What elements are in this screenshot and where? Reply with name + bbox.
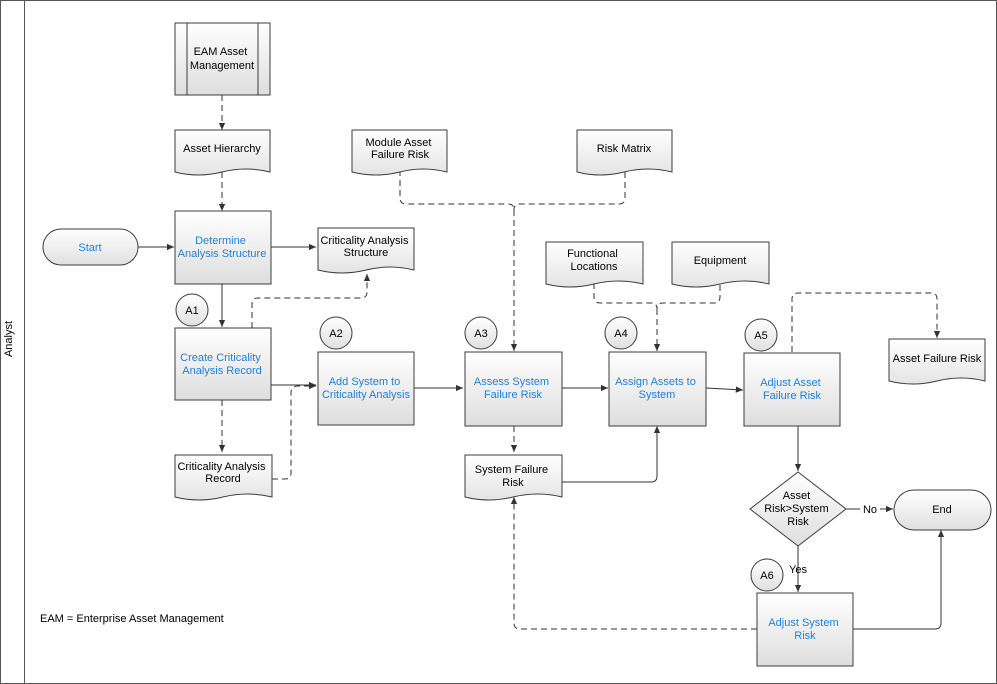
edge-adjust-system-to-sfr: [510, 497, 757, 630]
edge-assign-to-adjust: [705, 386, 744, 393]
edge-adjust-system-to-end: [853, 530, 945, 630]
equipment-label: Equipment: [694, 255, 747, 267]
edge-matrix-join: [513, 172, 626, 211]
add-system-step[interactable]: Add System to Criticality Analysis: [317, 351, 415, 426]
lane-label: Analyst: [3, 321, 15, 357]
edge-record-to-structure: [251, 274, 371, 328]
asset-hierarchy-document[interactable]: Asset Hierarchy: [174, 129, 271, 176]
equipment-document[interactable]: Equipment: [671, 241, 770, 288]
no-label-bg: [860, 502, 880, 516]
marker-a5: A5: [744, 318, 778, 352]
functional-locations-document[interactable]: Functional Locations: [545, 241, 644, 288]
asset-risk-decision[interactable]: Asset Risk>System Risk: [749, 471, 847, 547]
svg-text:A5: A5: [754, 330, 767, 342]
adjust-asset-failure-risk-step[interactable]: Adjust Asset Failure Risk: [743, 352, 841, 427]
edge-module-risk-join: [399, 170, 515, 211]
assign-assets-to-system-step[interactable]: Assign Assets to System: [608, 351, 707, 427]
criticality-structure-label: Criticality Analysis Structure: [320, 235, 411, 259]
decision-label: Asset Risk>System Risk: [764, 490, 832, 528]
assess-system-failure-risk-step[interactable]: Assess System Failure Risk: [464, 351, 563, 427]
svg-text:A4: A4: [614, 328, 627, 340]
risk-matrix-document[interactable]: Risk Matrix: [576, 129, 673, 176]
marker-a4: A4: [604, 316, 638, 350]
criticality-record-label: Criticality Analysis Record: [177, 461, 268, 485]
svg-text:A3: A3: [474, 328, 487, 340]
system-failure-risk-label: System Failure Risk: [475, 464, 551, 489]
module-asset-failure-risk-document[interactable]: Module Asset Failure Risk: [351, 129, 448, 176]
create-criticality-analysis-record-step[interactable]: Create Criticality Analysis Record: [174, 327, 272, 401]
marker-a2: A2: [319, 316, 353, 350]
determine-label: Determine Analysis Structure: [178, 235, 267, 260]
risk-matrix-label: Risk Matrix: [597, 143, 652, 155]
edge-label-yes: Yes: [789, 564, 807, 576]
marker-a1: A1: [175, 293, 209, 327]
functional-locations-label: Functional Locations: [567, 248, 621, 273]
edge-sfr-to-assign: [562, 426, 661, 483]
add-system-label: Add System to Criticality Analysis: [322, 376, 411, 401]
system-failure-risk-document[interactable]: System Failure Risk: [464, 454, 563, 501]
edge-record-doc-to-add: [272, 382, 316, 480]
svg-text:A2: A2: [329, 328, 342, 340]
create-record-label: Create Criticality Analysis Record: [180, 352, 264, 377]
svg-text:A6: A6: [760, 570, 773, 582]
edge-equip-join: [656, 285, 721, 310]
end-terminator[interactable]: End: [893, 489, 992, 531]
edge-label-no: No: [863, 504, 877, 516]
start-terminator[interactable]: Start: [42, 228, 139, 266]
adjust-system-label: Adjust System Risk: [768, 617, 841, 642]
marker-a6: A6: [750, 558, 784, 592]
eam-asset-management-node[interactable]: EAM Asset Management: [174, 22, 271, 96]
adjust-system-risk-step[interactable]: Adjust System Risk: [756, 592, 854, 667]
edge-adjust-to-afr: [791, 292, 941, 352]
assign-label: Assign Assets to System: [615, 376, 699, 401]
start-label: Start: [78, 242, 101, 254]
criticality-analysis-record-document[interactable]: Criticality Analysis Record: [174, 454, 273, 501]
module-risk-label: Module Asset Failure Risk: [365, 137, 434, 161]
edge-fl-join: [593, 283, 658, 310]
asset-failure-risk-label: Asset Failure Risk: [893, 353, 982, 365]
assess-label: Assess System Failure Risk: [474, 376, 552, 401]
determine-analysis-structure-step[interactable]: Determine Analysis Structure: [174, 210, 272, 285]
end-label: End: [932, 504, 952, 516]
connectors: [138, 95, 945, 630]
eam-label: EAM Asset Management: [190, 46, 254, 72]
criticality-analysis-structure-document[interactable]: Criticality Analysis Structure: [317, 227, 415, 274]
marker-a3: A3: [464, 316, 498, 350]
adjust-asset-label: Adjust Asset Failure Risk: [760, 377, 824, 402]
footnote: EAM = Enterprise Asset Management: [40, 613, 224, 625]
asset-hierarchy-label: Asset Hierarchy: [183, 143, 261, 155]
svg-text:A1: A1: [185, 305, 198, 317]
asset-failure-risk-document[interactable]: Asset Failure Risk: [888, 338, 986, 385]
